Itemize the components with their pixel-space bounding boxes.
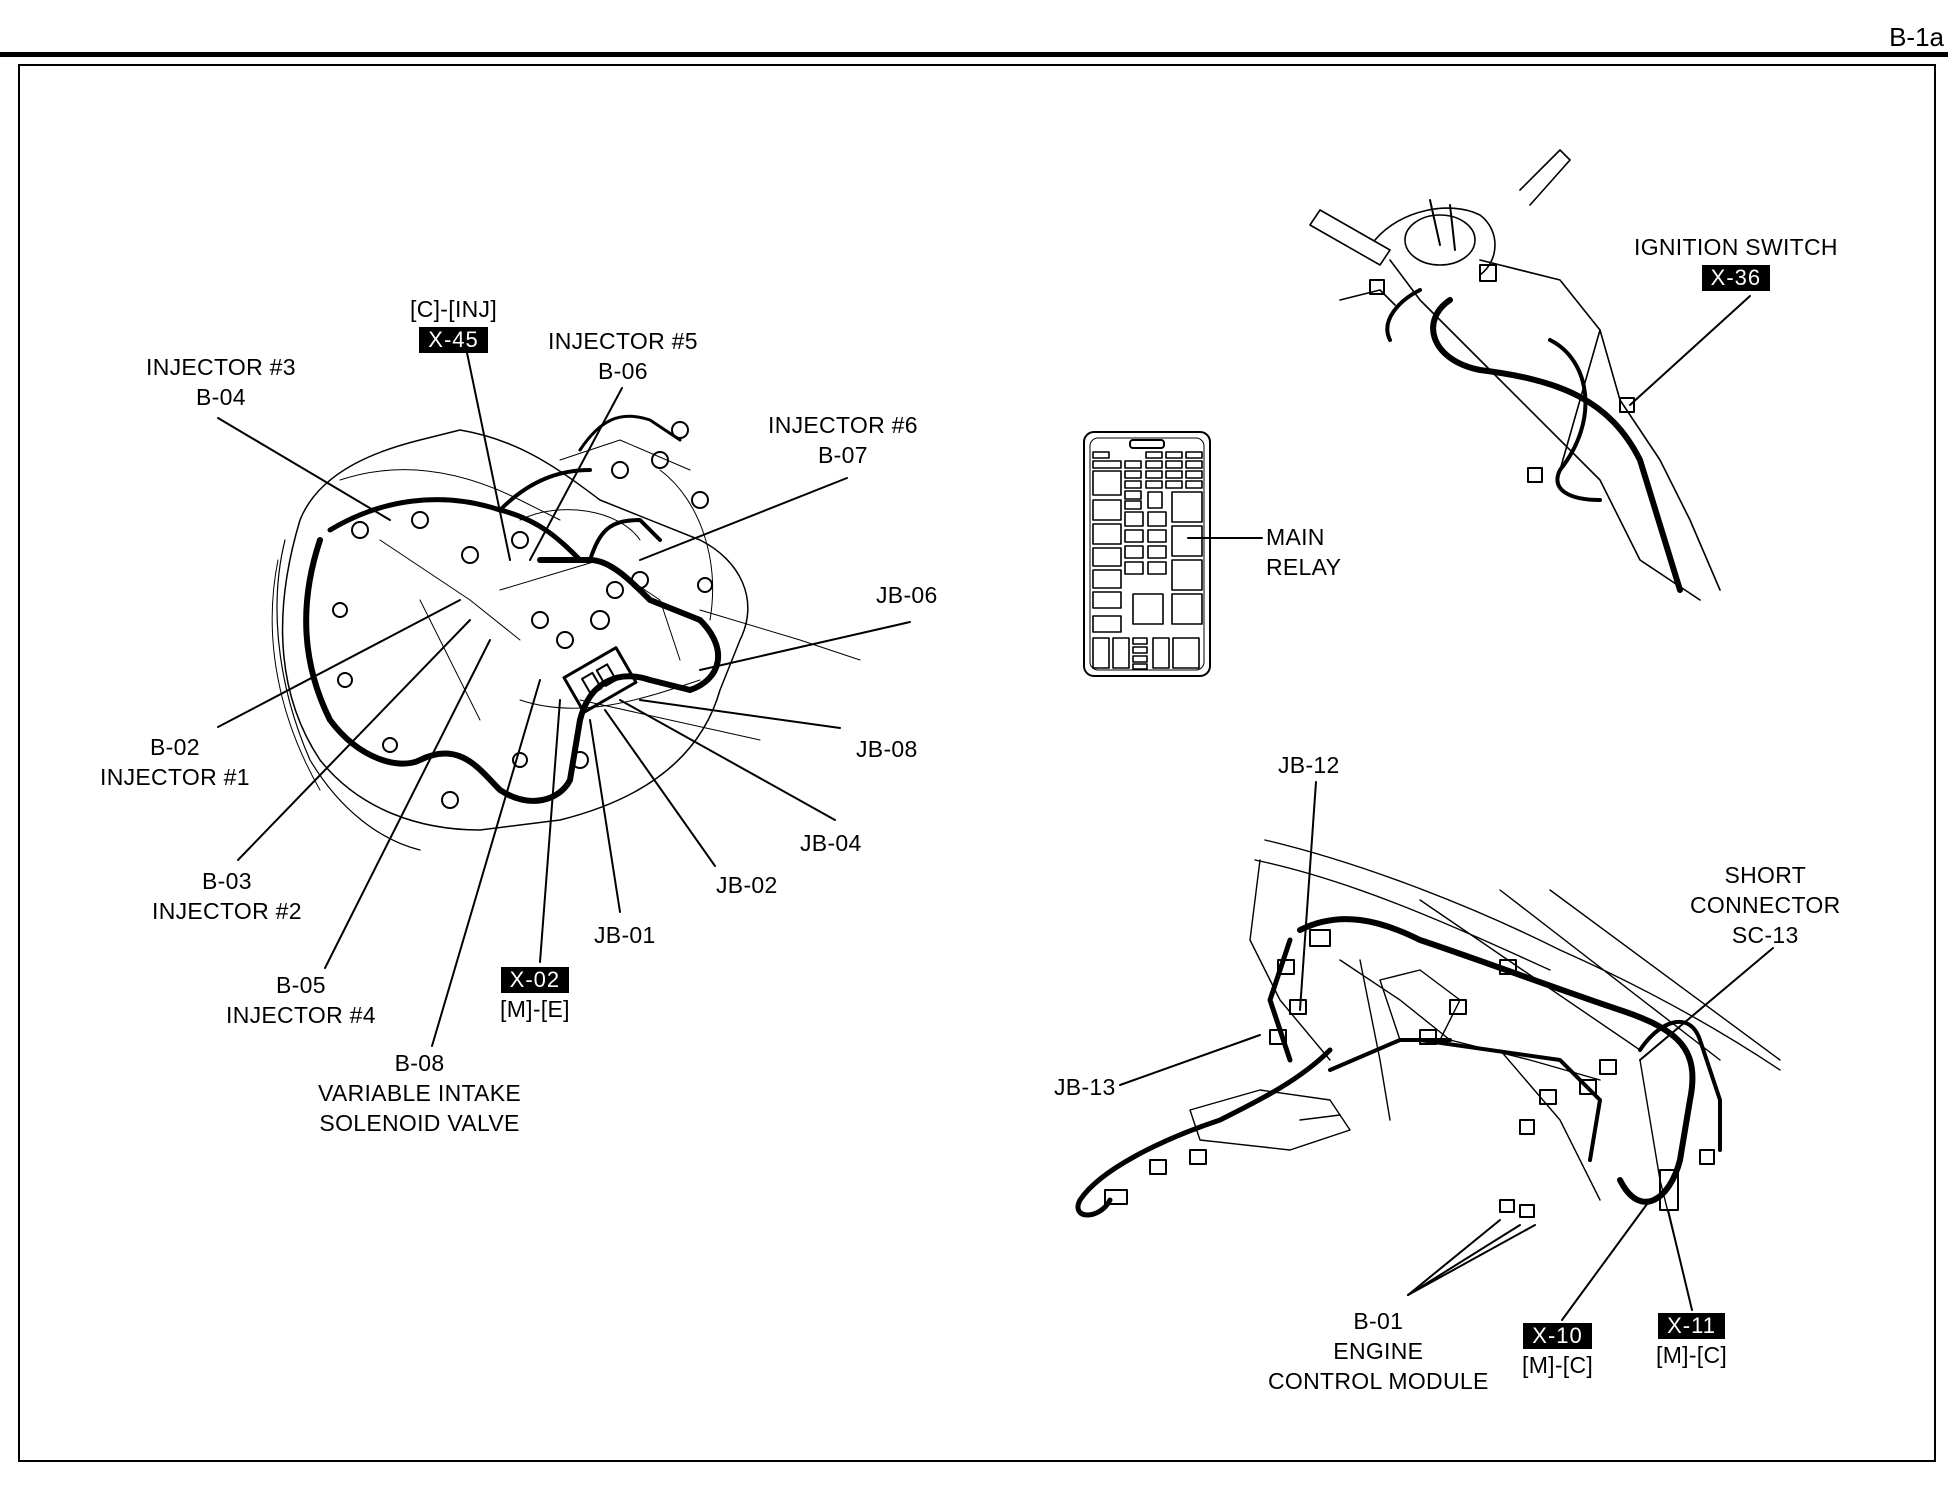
- callout-x10-location: [M]-[C]: [1522, 1352, 1594, 1378]
- main-relay-slot: [1171, 525, 1203, 557]
- callout-b08-name-1: VARIABLE INTAKE: [318, 1080, 522, 1106]
- page-id: B-1a: [1889, 22, 1944, 52]
- callout-b01-name-1: ENGINE: [1333, 1338, 1424, 1364]
- callout-ignition-switch: IGNITION SWITCH X-36: [1634, 232, 1838, 292]
- connector-tag-x11: X-11: [1658, 1313, 1725, 1339]
- callout-injector-5: INJECTOR #5 B-06: [548, 326, 698, 386]
- diagram-frame: [18, 64, 1936, 1462]
- ignition-leader: [1629, 295, 1751, 406]
- engine-bay-illustration: [271, 414, 861, 851]
- callout-injector-4: B-05 INJECTOR #4: [226, 970, 376, 1030]
- callout-jb08-code: JB-08: [856, 736, 918, 762]
- callout-jb02-code: JB-02: [716, 872, 778, 898]
- connector-tag-x02: X-02: [500, 967, 570, 993]
- callout-x45: [C]-[INJ] X-45: [410, 294, 497, 354]
- callout-injector-5-code: B-06: [598, 358, 648, 384]
- callout-b08-code: B-08: [394, 1050, 445, 1076]
- callout-injector-1-name: INJECTOR #1: [100, 764, 250, 790]
- callout-jb06-code: JB-06: [876, 582, 938, 608]
- callout-injector-1: B-02 INJECTOR #1: [100, 732, 250, 792]
- callout-engine-control-module: B-01 ENGINE CONTROL MODULE: [1268, 1306, 1489, 1396]
- callout-jb01-code: JB-01: [594, 922, 656, 948]
- callout-injector-5-name: INJECTOR #5: [548, 328, 698, 354]
- callout-jb12: JB-12: [1278, 750, 1340, 780]
- callout-x11-location: [M]-[C]: [1656, 1342, 1728, 1368]
- callout-jb13: JB-13: [1054, 1072, 1116, 1102]
- callout-sc13-line-1: SHORT: [1724, 862, 1807, 888]
- callout-injector-3: INJECTOR #3 B-04: [146, 352, 296, 412]
- callout-jb04: JB-04: [800, 828, 862, 858]
- callout-variable-intake-solenoid: B-08 VARIABLE INTAKE SOLENOID VALVE: [318, 1048, 521, 1138]
- callout-injector-3-code: B-04: [196, 384, 246, 410]
- callout-injector-2: B-03 INJECTOR #2: [152, 866, 302, 926]
- callout-injector-3-name: INJECTOR #3: [146, 354, 296, 380]
- callout-jb13-code: JB-13: [1054, 1074, 1116, 1100]
- callout-b01-name-2: CONTROL MODULE: [1268, 1368, 1489, 1394]
- connector-tag-x45: X-45: [419, 327, 488, 353]
- callout-jb08: JB-08: [856, 734, 918, 764]
- callout-b01-code: B-01: [1353, 1308, 1404, 1334]
- callout-ignition-switch-name: IGNITION SWITCH: [1634, 234, 1838, 260]
- fuse-box-illustration: [1083, 431, 1211, 677]
- callout-jb04-code: JB-04: [800, 830, 862, 856]
- callout-injector-4-name: INJECTOR #4: [226, 1002, 376, 1028]
- callout-jb06: JB-06: [876, 580, 938, 610]
- callout-sc13-line-2: CONNECTOR: [1690, 892, 1841, 918]
- engine-bay-leader-lines: [217, 347, 911, 1047]
- callout-injector-4-code: B-05: [276, 972, 326, 998]
- callout-sc13-code: SC-13: [1731, 922, 1799, 948]
- callout-main-relay-line-2: RELAY: [1266, 554, 1342, 580]
- callout-injector-6-code: B-07: [818, 442, 868, 468]
- callout-jb12-code: JB-12: [1278, 752, 1340, 778]
- callout-short-connector-sc13: SHORT CONNECTOR SC-13: [1690, 860, 1841, 950]
- dashboard-illustration: [1075, 839, 1781, 1261]
- callout-injector-1-code: B-02: [150, 734, 200, 760]
- connector-tag-x10: X-10: [1523, 1323, 1592, 1349]
- callout-x10: X-10 [M]-[C]: [1522, 1320, 1593, 1380]
- header-rule: [0, 52, 1948, 57]
- callout-x11: X-11 [M]-[C]: [1656, 1310, 1727, 1370]
- steering-column-illustration: [1309, 149, 1721, 601]
- callout-x02: X-02 [M]-[E]: [500, 964, 570, 1024]
- connector-tag-x36: X-36: [1701, 265, 1771, 291]
- callout-injector-2-code: B-03: [202, 868, 252, 894]
- callout-jb02: JB-02: [716, 870, 778, 900]
- callout-injector-6: INJECTOR #6 B-07: [768, 410, 918, 470]
- callout-b08-name-2: SOLENOID VALVE: [319, 1110, 520, 1136]
- callout-x02-location: [M]-[E]: [500, 996, 570, 1022]
- dashboard-leader-lines: [1119, 781, 1774, 1321]
- callout-jb01: JB-01: [594, 920, 656, 950]
- callout-main-relay: MAIN RELAY: [1266, 522, 1341, 582]
- callout-injector-6-name: INJECTOR #6: [768, 412, 918, 438]
- callout-x45-location: [C]-[INJ]: [410, 296, 498, 322]
- callout-injector-2-name: INJECTOR #2: [152, 898, 302, 924]
- callout-main-relay-line-1: MAIN: [1266, 524, 1325, 550]
